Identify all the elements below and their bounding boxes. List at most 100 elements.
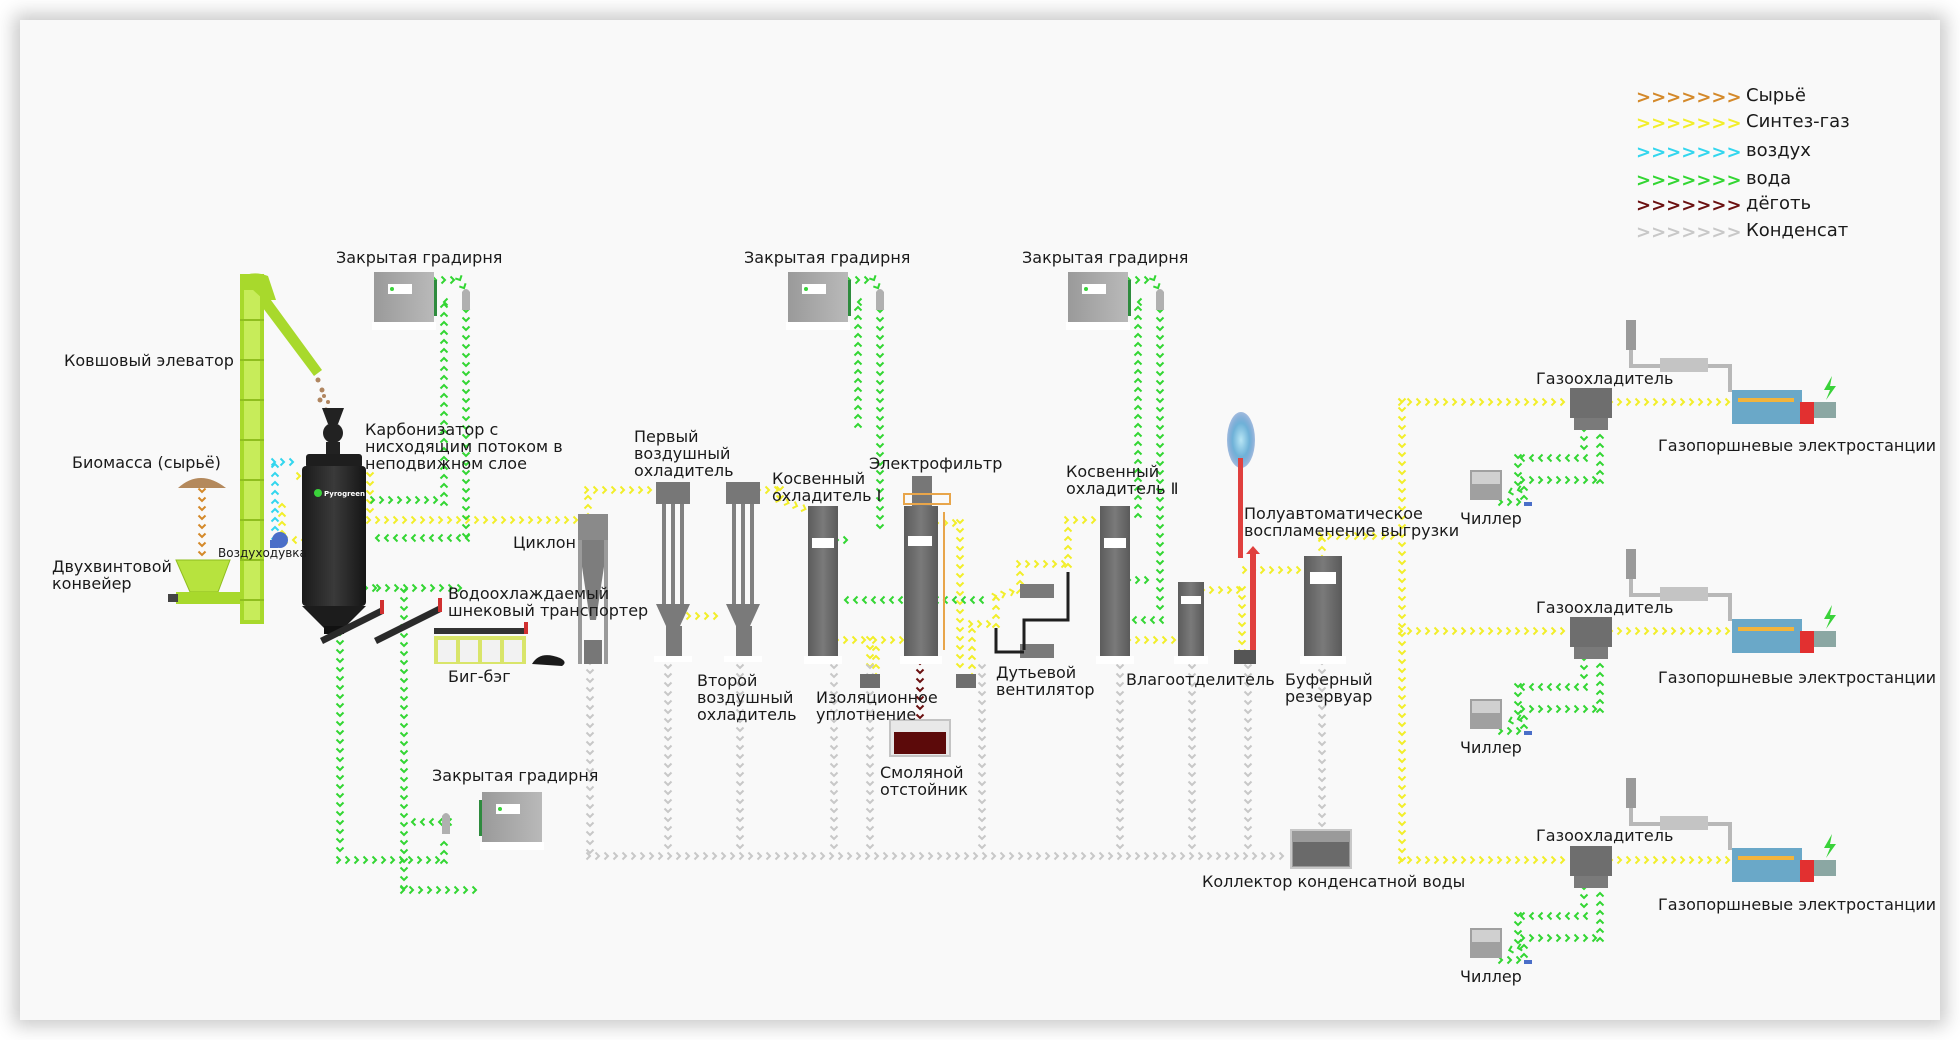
flow-arrow xyxy=(1516,943,1523,952)
flow-arrow xyxy=(829,726,839,733)
flow-arrow xyxy=(1063,544,1073,551)
flow-arrow xyxy=(371,855,378,865)
flow-arrow xyxy=(344,855,351,865)
flow-arrow xyxy=(909,851,916,861)
flow-arrow xyxy=(410,817,417,827)
flow-arrow xyxy=(967,645,977,652)
flow-arrow xyxy=(639,851,646,861)
twin-screw-conveyor-label-1: Двухвинтовой xyxy=(52,557,172,576)
flow-arrow xyxy=(1724,855,1731,865)
flow-arrow xyxy=(792,501,799,510)
flow-arrow xyxy=(439,455,449,462)
flow-arrow xyxy=(1317,785,1327,792)
flow-arrow xyxy=(738,851,745,861)
flow-arrow xyxy=(1595,442,1605,449)
flow-arrow xyxy=(1397,766,1407,773)
flow-arrow xyxy=(1133,386,1143,393)
flow-arrow xyxy=(500,515,507,525)
silencer-2 xyxy=(1660,587,1708,601)
flow-arrow xyxy=(1187,834,1197,841)
flow-arrow xyxy=(1317,776,1327,783)
flow-arrow xyxy=(1397,838,1407,845)
flow-arrow xyxy=(335,720,345,727)
flow-arrow xyxy=(442,297,449,307)
flow-arrow xyxy=(1133,395,1143,402)
flow-arrow xyxy=(380,855,387,865)
water-flow-line xyxy=(1519,662,1605,730)
flow-arrow xyxy=(1243,699,1253,706)
flow-arrow xyxy=(399,767,409,774)
flow-arrow xyxy=(1161,851,1168,861)
flow-arrow xyxy=(585,848,595,855)
flow-arrow xyxy=(829,798,839,805)
syngas-to-gascooler-3 xyxy=(1397,855,1566,865)
flow-arrow xyxy=(819,851,826,861)
flow-arrow xyxy=(1546,475,1553,485)
flow-arrow xyxy=(865,653,875,660)
flow-arrow xyxy=(875,487,885,494)
flow-arrow xyxy=(1155,496,1165,503)
flow-arrow xyxy=(1433,855,1440,865)
flow-arrow xyxy=(991,604,1001,611)
flow-arrow xyxy=(955,644,965,651)
flow-arrow xyxy=(1317,704,1327,711)
flow-arrow xyxy=(1155,469,1165,476)
flow-arrow xyxy=(1187,717,1197,724)
flow-arrow xyxy=(585,851,592,861)
flow-arrow xyxy=(456,583,463,593)
flow-arrow xyxy=(1507,487,1515,496)
tar-tank-label-2: отстойник xyxy=(880,780,968,799)
flow-arrow xyxy=(1397,721,1407,728)
flow-arrow xyxy=(392,533,399,543)
flow-arrow xyxy=(295,471,302,481)
flow-arrow xyxy=(875,433,885,440)
flow-arrow xyxy=(915,686,925,693)
flow-arrow xyxy=(1582,911,1589,921)
flow-arrow xyxy=(663,780,673,787)
flow-arrow xyxy=(1335,531,1342,541)
flow-arrow xyxy=(875,334,885,341)
flow-arrow xyxy=(977,834,987,841)
flow-arrow xyxy=(955,653,965,660)
flow-arrow xyxy=(735,816,745,823)
flow-arrow xyxy=(1397,433,1407,440)
flow-arrow xyxy=(1487,397,1494,407)
flow-arrow xyxy=(1371,531,1378,541)
flow-arrow xyxy=(955,626,965,633)
blower-fans xyxy=(994,572,1070,658)
flow-arrow xyxy=(1469,626,1476,636)
flow-arrow xyxy=(439,383,449,390)
flow-arrow xyxy=(1397,559,1407,566)
flow-arrow xyxy=(1595,680,1605,687)
flow-arrow xyxy=(1187,816,1197,823)
flow-arrow xyxy=(1115,816,1125,823)
flow-arrow xyxy=(1155,352,1165,359)
flow-arrow xyxy=(439,473,449,480)
flow-arrow xyxy=(1688,626,1695,636)
cyclone-label: Циклон xyxy=(513,533,576,552)
flow-arrow xyxy=(1155,505,1165,512)
flow-arrow xyxy=(1208,585,1215,595)
flow-arrow xyxy=(829,690,839,697)
flow-arrow xyxy=(1133,503,1143,510)
flow-arrow xyxy=(1397,478,1407,485)
flow-arrow xyxy=(461,442,471,449)
flow-arrow xyxy=(1532,855,1539,865)
flow-arrow xyxy=(439,437,449,444)
flow-arrow xyxy=(447,583,454,593)
flow-arrow xyxy=(1496,397,1503,407)
flow-arrow xyxy=(891,851,898,861)
flow-arrow xyxy=(335,711,345,718)
flow-arrow xyxy=(843,595,850,605)
exhaust-pipe-3 xyxy=(1626,778,1636,808)
flow-arrow xyxy=(735,780,745,787)
flow-arrow xyxy=(865,780,875,787)
flow-arrow xyxy=(585,668,595,675)
flow-arrow xyxy=(915,677,925,684)
flow-arrow xyxy=(1155,361,1165,368)
flow-arrow xyxy=(1546,453,1553,463)
flow-arrow xyxy=(1555,933,1562,943)
flow-arrow xyxy=(1519,723,1529,730)
flow-arrow xyxy=(585,722,595,729)
flow-arrow xyxy=(270,457,277,467)
